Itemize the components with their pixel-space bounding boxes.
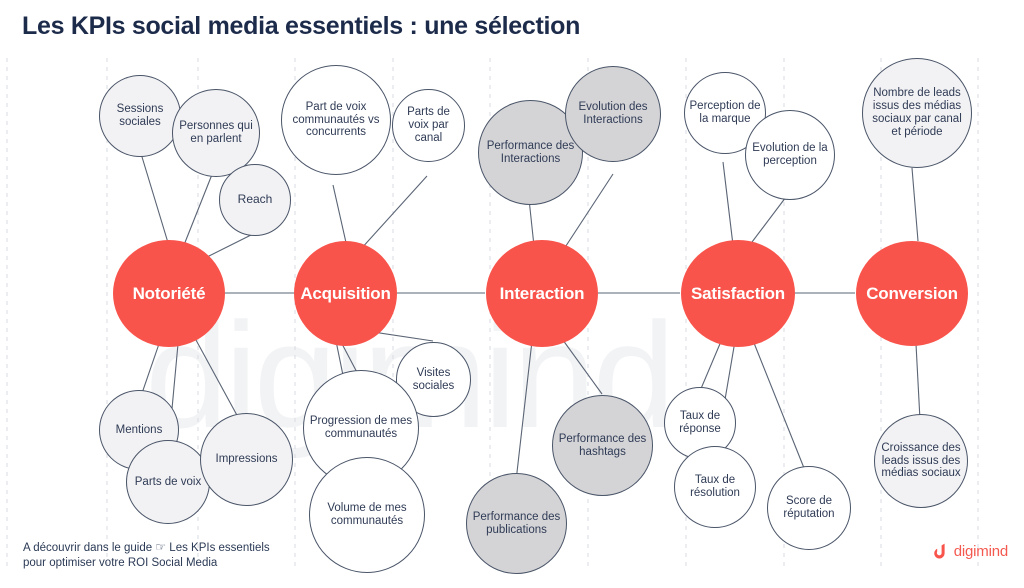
kpi-parts-de-voix-par-canal[interactable]: Parts de voix par canal [392,89,465,162]
kpi-label: Performance des hashtags [558,432,647,458]
kpi-label: Personnes qui en parlent [179,120,253,145]
page-title: Les KPIs social media essentiels : une s… [22,12,581,40]
kpi-sessions-sociales[interactable]: Sessions sociales [99,75,181,157]
kpi-perception-de-la-marque[interactable]: Perception de la marque [684,72,766,154]
kpi-label: Perception de la marque [689,100,761,125]
kpi-evolution-des-interactions[interactable]: Evolution des Interactions [565,66,661,162]
kpi-impressions[interactable]: Impressions [200,413,293,506]
kpi-evolution-de-la-perception[interactable]: Evolution de la perception [745,110,835,200]
digimind-logo-text: digimind [953,542,1008,560]
kpi-label: Parts de voix [134,475,202,488]
kpi-label: Score de réputation [783,495,835,520]
kpi-performance-des-publications[interactable]: Performance des publications [466,473,567,574]
kpi-label: Visites sociales [412,366,455,392]
kpi-performance-des-hashtags[interactable]: Performance des hashtags [552,395,653,496]
pillar-conversion[interactable]: Conversion [856,241,968,346]
kpi-label: Taux de réponse [679,410,721,435]
kpi-label: Evolution de la perception [752,142,828,167]
pillar-satisfaction[interactable]: Satisfaction [681,240,795,347]
kpi-label: Volume de mes communautés [327,502,407,527]
pointing-hand-icon: ☞ [155,540,167,554]
digimind-logo: digimind [932,542,1008,560]
kpi-label: Progression de mes communautés [309,415,413,440]
pillar-label: Interaction [499,283,585,303]
kpi-parts-de-voix[interactable]: Parts de voix [126,440,210,524]
kpi-label: Performance des publications [472,510,561,536]
kpi-label: Croissance des leads issus des médias so… [881,441,961,480]
kpi-label: Parts de voix par canal [407,106,450,144]
kpi-performance-des-interactions[interactable]: Performance des Interactions [478,100,583,205]
pillar-label: Conversion [866,283,958,303]
kpi-nombre-de-leads[interactable]: Nombre de leads issus des médias sociaux… [862,58,972,168]
kpi-croissance-des-leads[interactable]: Croissance des leads issus des médias so… [874,414,968,508]
pillar-label: Notoriété [132,283,206,303]
kpi-score-de-reputation[interactable]: Score de réputation [767,466,851,550]
kpi-label: Part de voix communautés vs concurrents [292,100,380,139]
kpi-label: Sessions sociales [116,103,164,128]
footnote-line2: pour optimiser votre ROI Social Media [23,557,218,569]
pillar-label: Acquisition [300,283,391,303]
kpi-label: Evolution des Interactions [578,101,648,126]
pillar-interaction[interactable]: Interaction [486,240,598,347]
kpi-label: Nombre de leads issus des médias sociaux… [872,87,962,138]
pillar-acquisition[interactable]: Acquisition [294,241,397,346]
kpi-personnes-qui-en-parlent[interactable]: Personnes qui en parlent [172,89,260,177]
footnote: A découvrir dans le guide ☞ Les KPIs ess… [23,540,323,571]
footnote-suffix: Les KPIs essentiels [166,542,270,554]
kpi-label: Mentions [115,423,163,436]
kpi-taux-de-resolution[interactable]: Taux de résolution [674,446,756,528]
kpi-volume-de-mes-communautes[interactable]: Volume de mes communautés [309,457,425,573]
kpi-label: Performance des Interactions [486,139,575,165]
kpi-label: Reach [237,192,273,207]
kpi-label: Taux de résolution [690,474,740,499]
pillar-label: Satisfaction [691,283,785,303]
footnote-prefix: A découvrir dans le guide [23,542,156,554]
kpi-label: Impressions [215,453,278,466]
pillar-notoriete[interactable]: Notoriété [113,240,225,347]
kpi-reach[interactable]: Reach [219,164,291,236]
kpi-part-de-voix-communautes-vs-concurrents[interactable]: Part de voix communautés vs concurrents [281,65,391,175]
digimind-logo-mark [932,542,950,560]
